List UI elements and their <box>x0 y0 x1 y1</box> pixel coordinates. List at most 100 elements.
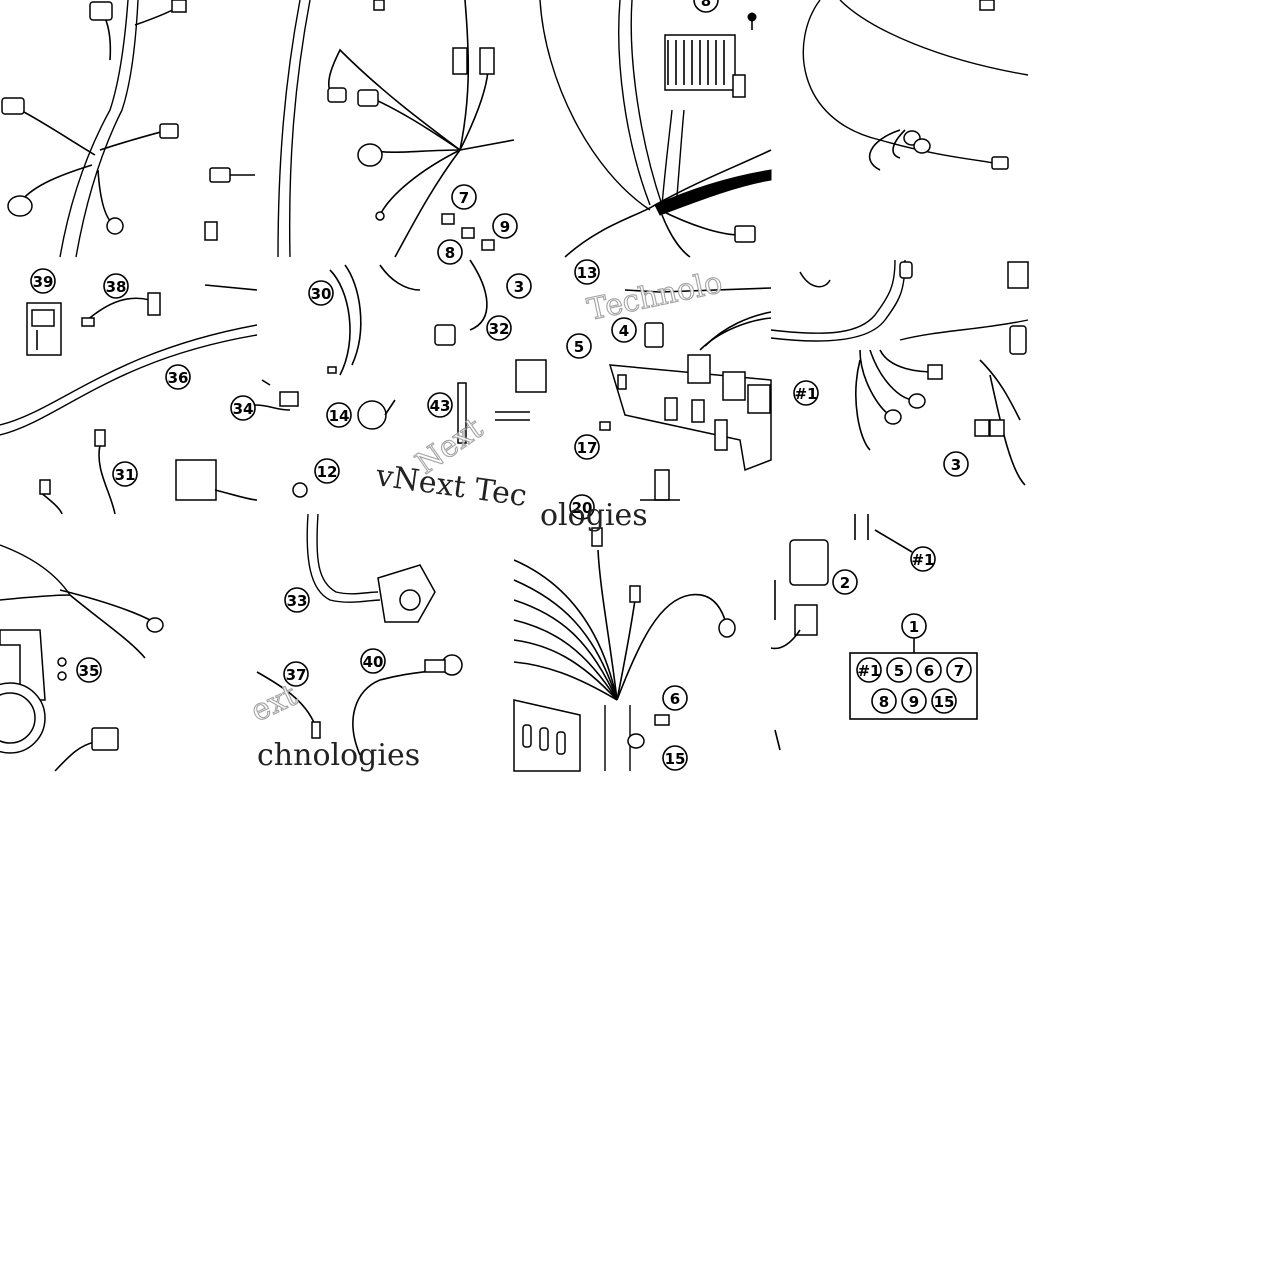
callout-circle <box>569 494 595 520</box>
callout-c8b: 8 <box>693 0 719 13</box>
callout-c9a: 9 <box>492 213 518 239</box>
watermark-chnologies: chnologies <box>257 738 420 773</box>
tile-harness-top-right-center <box>539 0 772 258</box>
callout-circle <box>283 661 309 687</box>
kit-callout: 6 <box>916 657 942 683</box>
kit-callout-label: 8 <box>879 693 889 711</box>
callout-label: 35 <box>79 662 100 680</box>
tile-harness-top-right <box>802 0 1029 171</box>
callout-c13: 13 <box>574 259 600 285</box>
callout-c38: 38 <box>103 273 129 299</box>
callout-c39: 39 <box>30 268 56 294</box>
kit-callout: 8 <box>871 688 897 714</box>
callout-label: 6 <box>670 690 680 708</box>
tile-harness-right <box>770 259 1029 486</box>
callout-circle <box>165 364 191 390</box>
callout-c43: 43 <box>427 392 453 418</box>
kit-callout: 5 <box>886 657 912 683</box>
callout-c3a: 3 <box>506 273 532 299</box>
callout-label: 43 <box>430 397 451 415</box>
tile-horn-left <box>0 544 164 772</box>
callout-c31: 31 <box>112 461 138 487</box>
callout-c6: 6 <box>662 685 688 711</box>
callout-c4: 4 <box>611 317 637 343</box>
callout-c3b: 3 <box>943 451 969 477</box>
callout-circle <box>103 273 129 299</box>
callout-label: 30 <box>311 285 332 303</box>
callout-circle <box>832 569 858 595</box>
callout-label: 36 <box>168 369 189 387</box>
callout-c40: 40 <box>360 648 386 674</box>
callout-cH1b: #1 <box>910 546 936 572</box>
callout-c34: 34 <box>230 395 256 421</box>
kit-callout: 7 <box>946 657 972 683</box>
callout-circle <box>574 434 600 460</box>
callout-label: #1 <box>794 385 817 403</box>
callout-c36: 36 <box>165 364 191 390</box>
callout-label: 37 <box>286 666 307 684</box>
watermark-technolo: Technolo <box>584 265 725 328</box>
callout-circle <box>326 402 352 428</box>
callout-label: 3 <box>951 456 961 474</box>
callout-label: 13 <box>577 264 598 282</box>
callout-label: 14 <box>329 407 350 425</box>
tile-parts-left <box>0 284 299 515</box>
callout-c5: 5 <box>566 333 592 359</box>
callout-label: 2 <box>840 574 850 592</box>
kit-callout-label: 15 <box>934 693 955 711</box>
callout-label: 9 <box>500 218 510 236</box>
callout-label: 33 <box>287 592 308 610</box>
callout-c33: 33 <box>284 587 310 613</box>
callout-circle <box>284 587 310 613</box>
tile-harness-top-left <box>1 0 255 258</box>
callout-label: 34 <box>233 400 254 418</box>
callout-label: 4 <box>619 322 629 340</box>
tile-switch-sensor <box>256 513 463 756</box>
callout-label: 12 <box>317 463 338 481</box>
callout-c17: 17 <box>574 434 600 460</box>
callout-c14: 14 <box>326 402 352 428</box>
callout-circle <box>910 546 936 572</box>
callout-circle <box>901 613 927 639</box>
callout-circle <box>566 333 592 359</box>
callout-c32: 32 <box>486 315 512 341</box>
callout-circle <box>308 280 334 306</box>
callout-c20: 20 <box>569 494 595 520</box>
callout-label: 20 <box>572 499 593 517</box>
callout-label: 39 <box>33 273 54 291</box>
kit-callout-label: 6 <box>924 662 934 680</box>
callout-label: 40 <box>363 653 384 671</box>
callout-c37: 37 <box>283 661 309 687</box>
kit-callout-label: 7 <box>954 662 964 680</box>
callout-c1: 1 <box>901 613 927 639</box>
callout-cH1a: #1 <box>793 380 819 406</box>
kit-callout: 9 <box>901 688 927 714</box>
callout-c30: 30 <box>308 280 334 306</box>
callout-circle <box>662 685 688 711</box>
kit-callout-circle <box>856 657 882 683</box>
callout-circle <box>492 213 518 239</box>
callout-circle <box>30 268 56 294</box>
callout-c7: 7 <box>451 184 477 210</box>
kit-callout-circle <box>946 657 972 683</box>
callout-label: 5 <box>574 338 584 356</box>
kit-callout: 15 <box>931 688 957 714</box>
tile-harness-top-center <box>277 0 515 258</box>
callout-label: 32 <box>489 320 510 338</box>
callout-label: 8 <box>445 244 455 262</box>
tile-parts-center <box>261 259 547 498</box>
kit-callout-circle <box>916 657 942 683</box>
callout-circle <box>314 458 340 484</box>
callout-circle <box>76 657 102 683</box>
callout-c15: 15 <box>662 745 688 771</box>
callout-label: 38 <box>106 278 127 296</box>
callout-circle <box>506 273 532 299</box>
tile-bracket-center <box>599 287 772 501</box>
callout-circle <box>943 451 969 477</box>
callout-label: 17 <box>577 439 598 457</box>
callout-c2: 2 <box>832 569 858 595</box>
callout-circle <box>662 745 688 771</box>
callout-circle <box>486 315 512 341</box>
